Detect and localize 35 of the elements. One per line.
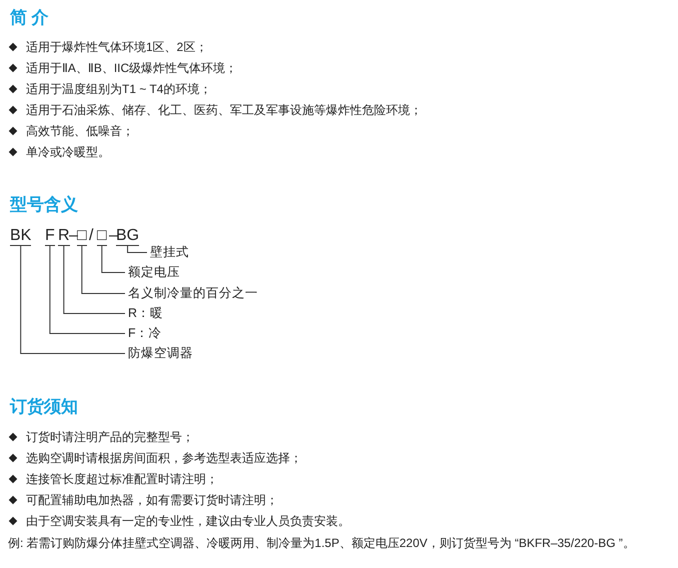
model-code-segment: R xyxy=(58,227,70,246)
bullet-text: 适用于爆炸性气体环境1区、2区； xyxy=(26,40,208,55)
code-meaning-text: 额定电压 xyxy=(128,265,180,280)
code-meaning-text: 壁挂式 xyxy=(150,245,189,260)
bullet-text: 单冷或冷暖型。 xyxy=(26,145,110,160)
section-heading: 简 介 xyxy=(10,8,49,28)
bullet-text: 适用于ⅡA、ⅡB、IIC级爆炸性气体环境； xyxy=(26,61,238,76)
bullet-text: 连接管长度超过标准配置时请注明； xyxy=(26,472,218,487)
bullet-text: 由于空调安装具有一定的专业性，建议由专业人员负责安装。 xyxy=(26,514,350,529)
code-meaning-text: F：冷 xyxy=(128,326,162,341)
code-meaning-text: 名义制冷量的百分之一 xyxy=(128,286,258,301)
model-code-segment: BG xyxy=(116,227,140,246)
model-code-segment: F xyxy=(45,227,55,246)
leader-line xyxy=(127,246,148,253)
leader-line xyxy=(101,246,126,273)
leader-line xyxy=(81,246,126,294)
code-separator: / xyxy=(89,227,94,245)
bullet-text: 订货时请注明产品的完整型号； xyxy=(26,430,194,445)
section-heading: 型号含义 xyxy=(10,195,78,215)
bullet-text: 选购空调时请根据房间面积，参考选型表适应选择； xyxy=(26,451,302,466)
section-heading: 订货须知 xyxy=(10,397,78,417)
leader-line xyxy=(49,246,126,334)
example-note: 例: 若需订购防爆分体挂壁式空调器、冷暖两用、制冷量为1.5P、额定电压220V，则订货型号为 “BKFR–35/220-BG ”。 xyxy=(8,536,635,551)
code-meaning-text: R：暖 xyxy=(128,306,164,321)
code-meaning-text: 防爆空调器 xyxy=(128,346,193,361)
model-code-segment: BK xyxy=(10,227,32,246)
leader-line xyxy=(20,246,126,354)
model-code-segment: □ xyxy=(77,227,87,246)
bullet-text: 高效节能、低噪音； xyxy=(26,124,134,139)
leader-line xyxy=(63,246,126,314)
model-code-segment: □ xyxy=(97,227,107,246)
bullet-text: 可配置辅助电加热器，如有需要订货时请注明； xyxy=(26,493,278,508)
bullet-text: 适用于石油采炼、储存、化工、医药、军工及军事设施等爆炸性危险环境； xyxy=(26,103,422,118)
code-separator: – xyxy=(69,227,78,245)
bullet-text: 适用于温度组别为T1 ~ T4的环境； xyxy=(26,82,212,97)
